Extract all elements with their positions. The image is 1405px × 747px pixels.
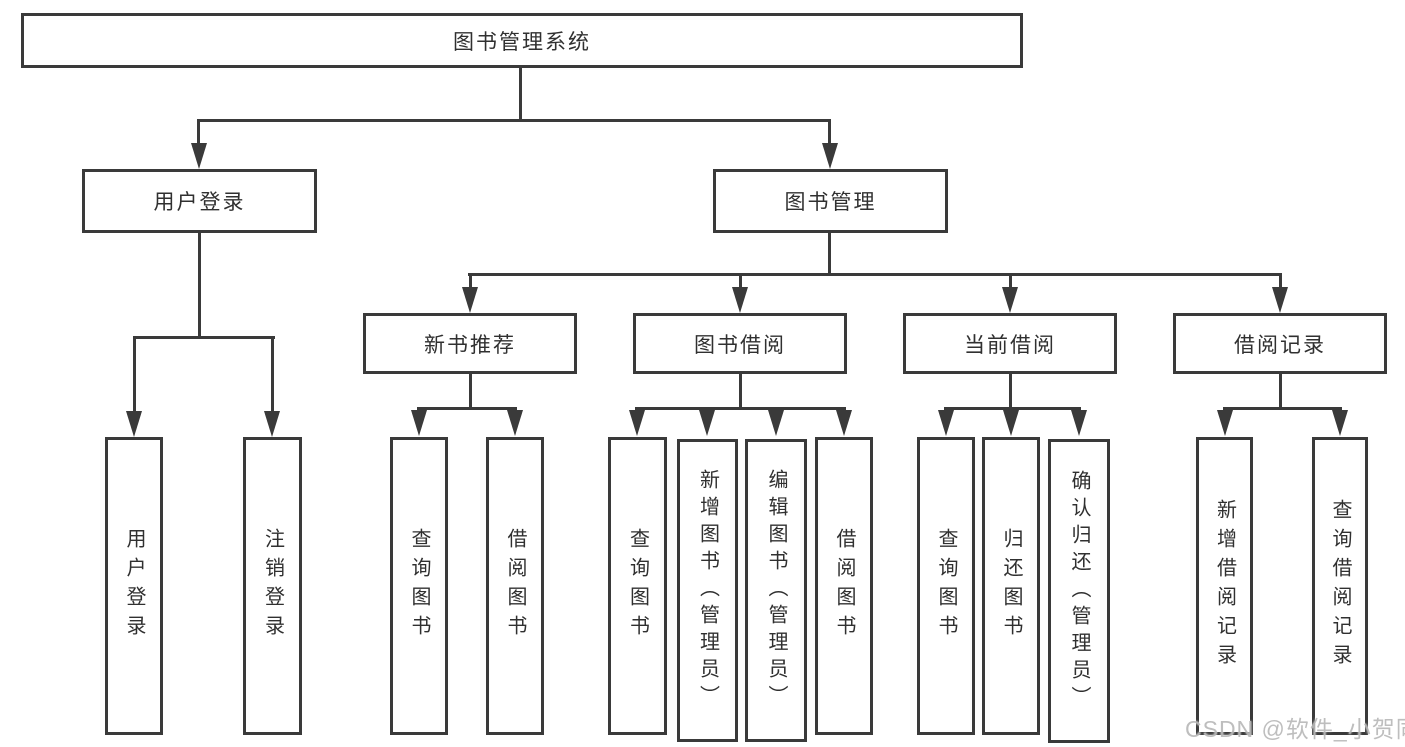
node-leaf-borrow-book-2-label: 借阅图书 xyxy=(833,528,855,644)
node-leaf-edit-book-admin: 编辑图书（管理员） xyxy=(745,439,807,742)
connector-line xyxy=(1009,374,1012,410)
node-leaf-borrow-book-1-label: 借阅图书 xyxy=(504,528,526,644)
node-borrow-record: 借阅记录 xyxy=(1173,313,1387,374)
node-book-mgmt-label: 图书管理 xyxy=(784,191,877,214)
arrowhead-down-icon xyxy=(768,410,784,436)
node-leaf-query-book-2: 查询图书 xyxy=(608,437,667,735)
node-leaf-return-book-label: 归还图书 xyxy=(1000,528,1022,644)
node-leaf-query-borrow-record-label: 查询借阅记录 xyxy=(1329,499,1351,673)
node-root: 图书管理系统 xyxy=(21,13,1023,68)
node-current-borrow: 当前借阅 xyxy=(903,313,1117,374)
connector-line xyxy=(468,273,1282,276)
connector-line xyxy=(1009,276,1012,290)
arrowhead-down-icon xyxy=(1272,287,1288,313)
node-leaf-return-book: 归还图书 xyxy=(982,437,1040,735)
node-leaf-confirm-return-admin: 确认归还（管理员） xyxy=(1048,439,1110,743)
node-leaf-query-book-1-label: 查询图书 xyxy=(408,528,430,644)
connector-line xyxy=(417,407,517,410)
node-leaf-confirm-return-admin-label: 确认归还（管理员） xyxy=(1068,469,1090,713)
connector-line xyxy=(1279,374,1282,410)
node-leaf-add-book-admin: 新增图书（管理员） xyxy=(677,439,738,742)
node-leaf-logout-label: 注销登录 xyxy=(261,528,284,644)
node-leaf-logout: 注销登录 xyxy=(243,437,302,735)
arrowhead-down-icon xyxy=(264,411,280,437)
connector-line xyxy=(739,276,742,290)
connector-line xyxy=(198,233,201,339)
node-leaf-user-login-label: 用户登录 xyxy=(123,528,145,644)
arrowhead-down-icon xyxy=(822,143,838,169)
arrowhead-down-icon xyxy=(836,410,852,436)
connector-line xyxy=(739,374,742,410)
arrowhead-down-icon xyxy=(699,410,715,436)
connector-line xyxy=(519,68,522,122)
node-user-login: 用户登录 xyxy=(82,169,317,233)
node-leaf-add-book-admin-label: 新增图书（管理员） xyxy=(696,469,719,712)
node-leaf-query-book-2-label: 查询图书 xyxy=(626,528,649,644)
connector-line xyxy=(828,233,831,275)
connector-line xyxy=(635,407,846,410)
node-user-login-label: 用户登录 xyxy=(153,191,246,214)
node-book-borrow-label: 图书借阅 xyxy=(694,333,786,357)
csdn-watermark: CSDN @软件_小贺同学 xyxy=(1185,716,1405,742)
node-borrow-record-label: 借阅记录 xyxy=(1234,333,1326,357)
arrowhead-down-icon xyxy=(507,410,523,436)
node-current-borrow-label: 当前借阅 xyxy=(964,333,1056,357)
node-root-label: 图书管理系统 xyxy=(453,30,591,54)
node-book-borrow: 图书借阅 xyxy=(633,313,847,374)
connector-line xyxy=(944,407,1081,410)
node-book-mgmt: 图书管理 xyxy=(713,169,948,233)
arrowhead-down-icon xyxy=(1217,410,1233,436)
arrowhead-down-icon xyxy=(191,143,207,169)
arrowhead-down-icon xyxy=(1003,410,1019,436)
connector-line xyxy=(469,276,472,290)
node-leaf-query-book-1: 查询图书 xyxy=(390,437,448,735)
arrowhead-down-icon xyxy=(126,411,142,437)
arrowhead-down-icon xyxy=(462,287,478,313)
node-leaf-borrow-book-2: 借阅图书 xyxy=(815,437,873,735)
arrowhead-down-icon xyxy=(1332,410,1348,436)
node-new-book-rec-label: 新书推荐 xyxy=(424,333,516,357)
connector-line xyxy=(1223,407,1342,410)
connector-line xyxy=(828,119,831,146)
node-leaf-query-book-3-label: 查询图书 xyxy=(935,528,957,644)
connector-line xyxy=(271,339,274,413)
connector-line xyxy=(133,339,136,413)
arrowhead-down-icon xyxy=(1071,410,1087,436)
node-leaf-query-book-3: 查询图书 xyxy=(917,437,975,735)
node-leaf-add-borrow-record: 新增借阅记录 xyxy=(1196,437,1253,735)
connector-line xyxy=(197,119,200,146)
node-leaf-user-login: 用户登录 xyxy=(105,437,163,735)
connector-line xyxy=(133,336,275,339)
node-leaf-edit-book-admin-label: 编辑图书（管理员） xyxy=(765,469,787,712)
connector-line xyxy=(1279,276,1282,290)
arrowhead-down-icon xyxy=(1002,287,1018,313)
arrowhead-down-icon xyxy=(732,287,748,313)
connector-line xyxy=(197,119,831,122)
node-leaf-query-borrow-record: 查询借阅记录 xyxy=(1312,437,1368,735)
node-leaf-borrow-book-1: 借阅图书 xyxy=(486,437,544,735)
arrowhead-down-icon xyxy=(411,410,427,436)
arrowhead-down-icon xyxy=(938,410,954,436)
node-new-book-rec: 新书推荐 xyxy=(363,313,577,374)
node-leaf-add-borrow-record-label: 新增借阅记录 xyxy=(1213,499,1236,673)
arrowhead-down-icon xyxy=(629,410,645,436)
connector-line xyxy=(469,374,472,410)
